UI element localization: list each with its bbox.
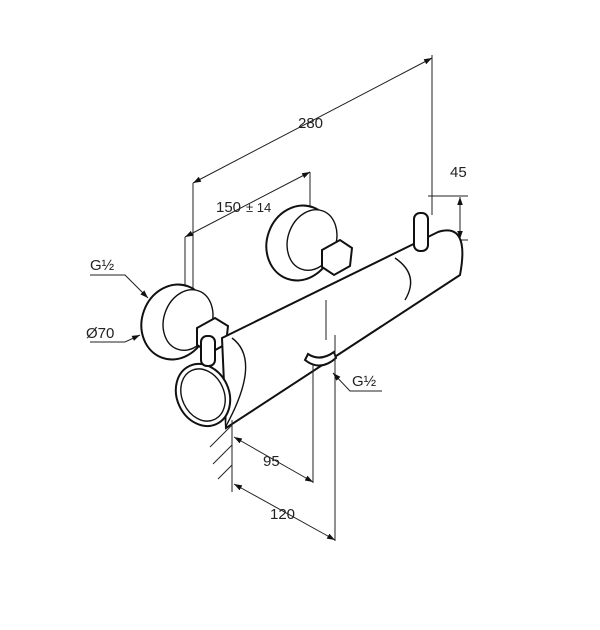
right-wall-plate bbox=[265, 204, 354, 282]
mixer-body bbox=[174, 212, 464, 430]
label-150: 150 bbox=[216, 199, 241, 216]
label-g-half-outlet: G½ bbox=[352, 373, 377, 390]
label-280: 280 bbox=[298, 115, 323, 132]
label-45: 45 bbox=[450, 164, 467, 181]
label-120: 120 bbox=[270, 506, 295, 523]
label-diameter-70: Ø70 bbox=[86, 325, 114, 342]
leader-diameter bbox=[90, 334, 141, 343]
label-g-half-left: G½ bbox=[90, 257, 115, 274]
label-tolerance: ± 14 bbox=[246, 200, 271, 215]
dimension-120 bbox=[233, 335, 336, 541]
leader-g-half-left bbox=[90, 274, 149, 299]
leader-g-half-outlet bbox=[332, 372, 382, 392]
dimension-95 bbox=[233, 365, 314, 483]
label-95: 95 bbox=[263, 453, 280, 470]
wall-hatch bbox=[209, 420, 233, 492]
